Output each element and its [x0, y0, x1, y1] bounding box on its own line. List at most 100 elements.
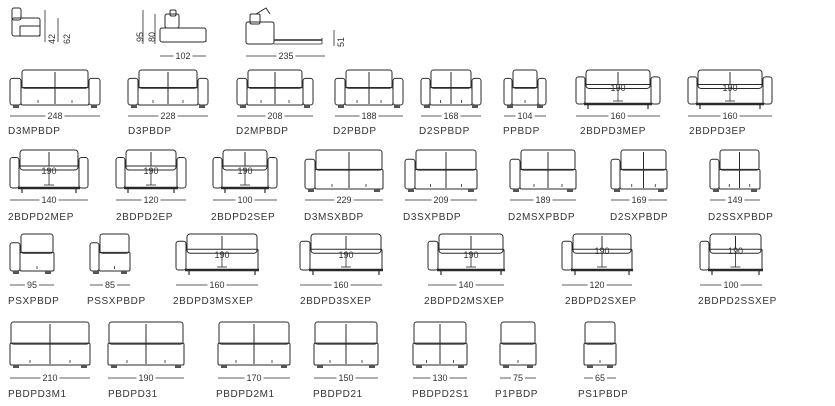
width-dim-psxpbdp: 95: [24, 280, 40, 290]
module-d3sxpbdp: [404, 149, 478, 201]
width-dim-d2spbdp: 168: [441, 111, 461, 121]
width-dim-d3mpbdp: 248: [45, 111, 65, 121]
module-code-2bdpd3ep: 2BDPD3EP: [689, 126, 747, 137]
profile-view-icon: [142, 9, 207, 57]
width-dim-ps1pbdp: 65: [592, 373, 608, 383]
module-code-d3pbdp: D3PBDP: [128, 126, 172, 137]
width-dim-d2sxpbdp: 169: [629, 195, 649, 205]
module-d2spbdp: [420, 69, 482, 117]
width-dim-d2msxpbdp: 189: [533, 195, 553, 205]
module-pbdpd31: [107, 321, 185, 379]
width-dim-2bdpd2sep: 100: [235, 195, 255, 205]
module-pbdpd2s1: [412, 321, 468, 379]
bed-length-2bdpd3msxep: 190: [214, 250, 230, 260]
module-code-2bdpd2sep: 2BDPD2SEP: [211, 212, 276, 223]
module-pbdpd3m1: [9, 321, 91, 379]
bed-length-2bdpd2msxep: 190: [463, 250, 479, 260]
bed-length-2bdpd3sxep: 190: [338, 250, 354, 260]
module-ppbdp: [503, 69, 547, 117]
width-dim-2bdpd2sxep: 120: [587, 280, 607, 290]
side-height-high: 62: [62, 33, 72, 44]
side-height-low: 42: [47, 33, 57, 44]
module-pbdpd2m1: [217, 321, 291, 379]
bed-length-2bdpd3ep: 190: [722, 83, 738, 93]
module-p1pbdp: [499, 321, 537, 379]
width-dim-2bdpd2msxep: 140: [456, 280, 476, 290]
module-2bdpd2mep: [9, 149, 89, 201]
module-2bdpd2sep: [212, 149, 278, 201]
module-d3mpbdp: [9, 69, 101, 117]
module-code-ppbdp: PPBDP: [503, 126, 540, 137]
open-bed-height: 51: [336, 36, 346, 47]
module-psxpbdp: [9, 233, 55, 286]
module-code-d2mpbdp: D2MPBDP: [236, 126, 289, 137]
module-code-2bdpd2mep: 2BDPD2MEP: [8, 212, 74, 223]
width-dim-pbdpd31: 190: [136, 373, 156, 383]
module-code-2bdpd3mep: 2BDPD3MEP: [580, 126, 646, 137]
module-d3pbdp: [127, 69, 209, 117]
module-code-d3mpbdp: D3MPBDP: [8, 126, 61, 137]
open-bed-depth: 235: [276, 51, 296, 61]
module-2bdpd3mep: [575, 69, 661, 117]
bed-length-2bdpd2sxep: 190: [594, 246, 610, 256]
width-dim-d2ssxpbdp: 149: [725, 195, 745, 205]
bed-length-2bdpd3mep: 190: [610, 83, 626, 93]
module-code-2bdpd2sxep: 2BDPD2SXEP: [565, 296, 637, 307]
bed-length-2bdpd2ssxep: 190: [727, 246, 744, 256]
bed-length-2bdpd2sep: 190: [237, 166, 253, 176]
profile-height-total: 95: [135, 31, 145, 42]
width-dim-pbdpd2m1: 170: [244, 373, 264, 383]
module-code-d2pbdp: D2PBDP: [333, 126, 377, 137]
module-code-p1pbdp: P1PBDP: [495, 389, 539, 400]
open-bed-view-icon: [245, 7, 335, 57]
module-d2msxpbdp: [509, 149, 577, 201]
profile-height-seat: 80: [147, 31, 157, 42]
module-code-d2ssxpbdp: D2SSXPBDP: [708, 212, 774, 223]
module-code-2bdpd3sxep: 2BDPD3SXEP: [300, 296, 372, 307]
module-d3msxbdp: [304, 149, 384, 201]
width-dim-pbdpd2s1: 130: [430, 373, 450, 383]
module-d2ssxpbdp: [709, 149, 761, 201]
width-dim-pbdpd3m1: 210: [40, 373, 60, 383]
width-dim-2bdpd3ep: 160: [720, 111, 740, 121]
module-pbdpd21: [313, 321, 379, 379]
module-code-ps1pbdp: PS1PBDP: [578, 389, 629, 400]
module-code-pbdpd21: PBDPD21: [313, 389, 363, 400]
width-dim-pssxpbdp: 85: [102, 280, 118, 290]
width-dim-2bdpd2mep: 140: [39, 195, 59, 205]
module-2bdpd2sxep: [561, 233, 633, 286]
side-view-icon: [11, 7, 59, 42]
width-dim-2bdpd3mep: 160: [608, 111, 628, 121]
width-dim-d3pbdp: 228: [158, 111, 178, 121]
module-code-pbdpd2s1: PBDPD2S1: [412, 389, 470, 400]
profile-depth: 102: [173, 51, 193, 61]
module-d2sxpbdp: [610, 149, 668, 201]
module-code-psxpbdp: PSXPBDP: [8, 296, 60, 307]
width-dim-2bdpd3msxep: 160: [207, 280, 227, 290]
module-d2mpbdp: [236, 69, 314, 117]
width-dim-p1pbdp: 75: [510, 373, 526, 383]
module-code-2bdpd3msxep: 2BDPD3MSXEP: [173, 296, 254, 307]
module-code-d3msxbdp: D3MSXBDP: [304, 212, 364, 223]
width-dim-d3msxbdp: 229: [334, 195, 354, 205]
module-code-d2sxpbdp: D2SXPBDP: [610, 212, 669, 223]
module-code-d2spbdp: D2SPBDP: [419, 126, 470, 137]
module-code-2bdpd2msxep: 2BDPD2MSXEP: [424, 296, 505, 307]
bed-length-2bdpd2mep: 190: [41, 166, 57, 176]
width-dim-2bdpd2ssxep: 100: [721, 280, 741, 290]
width-dim-d3sxpbdp: 209: [431, 195, 451, 205]
module-code-d2msxpbdp: D2MSXPBDP: [508, 212, 576, 223]
width-dim-ppbdp: 104: [515, 111, 535, 121]
module-code-pbdpd2m1: PBDPD2M1: [216, 389, 275, 400]
module-code-pbdpd3m1: PBDPD3M1: [8, 389, 67, 400]
module-2bdpd2ep: [115, 149, 187, 201]
module-ps1pbdp: [583, 321, 617, 379]
module-2bdpd2ssxep: [699, 233, 763, 286]
module-code-pssxpbdp: PSSXPBDP: [87, 296, 146, 307]
module-code-2bdpd2ssxep: 2BDPD2SSXEP: [698, 296, 777, 307]
module-code-d3sxpbdp: D3SXPBDP: [403, 212, 462, 223]
module-2bdpd3ep: [687, 69, 773, 117]
module-code-2bdpd2ep: 2BDPD2EP: [116, 212, 174, 223]
